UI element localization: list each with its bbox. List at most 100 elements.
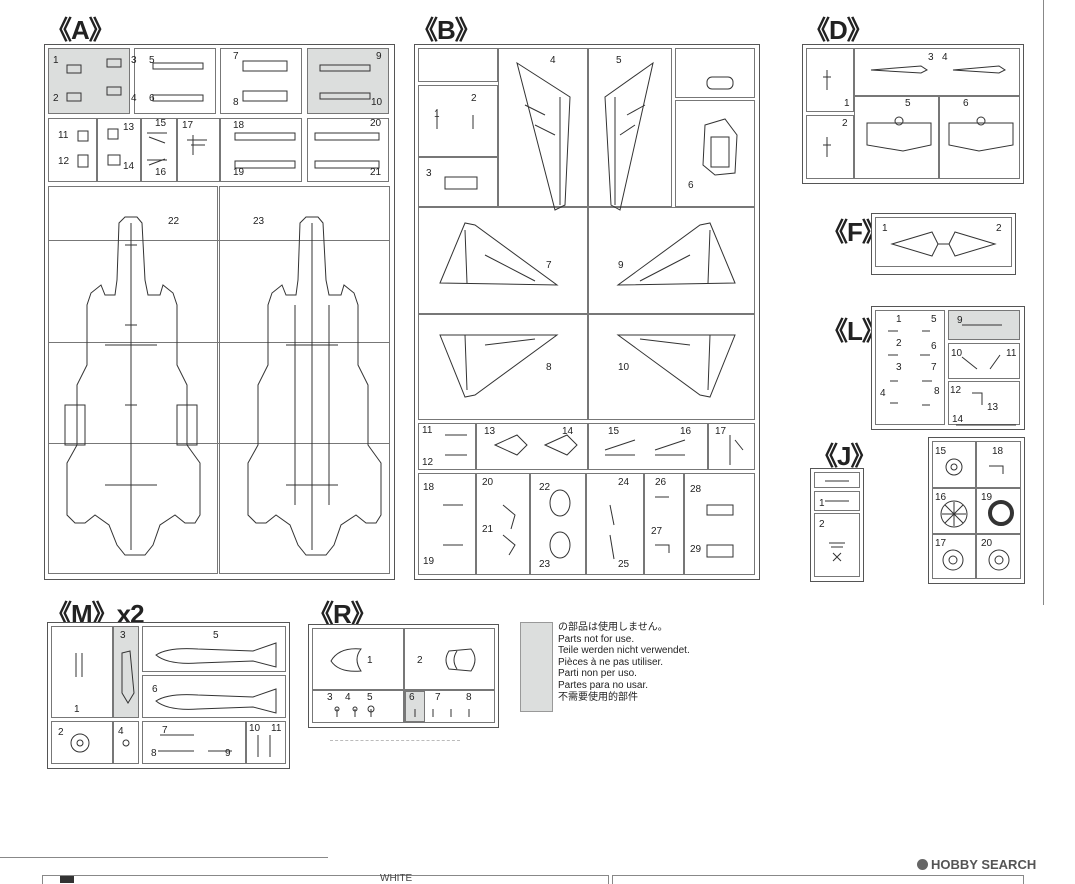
b-cell-6 bbox=[675, 100, 755, 207]
l-cell-20 bbox=[976, 534, 1021, 579]
b-cell-4 bbox=[498, 48, 588, 207]
color-table-strip: WHITE bbox=[0, 870, 1075, 884]
watermark-icon bbox=[917, 859, 928, 870]
hobby-search-watermark: HOBBY SEARCH bbox=[917, 857, 1036, 872]
b-cell-24-25 bbox=[586, 473, 644, 575]
b-cell-22-23 bbox=[530, 473, 586, 575]
j-cell-2 bbox=[814, 513, 860, 577]
d-cell-3-4 bbox=[854, 48, 1020, 96]
legend-line-de: Teile werden nicht verwendet. bbox=[558, 645, 690, 657]
m-cell-6 bbox=[142, 675, 286, 718]
a-cell-7-8 bbox=[220, 48, 302, 114]
legend-line-es: Partes para no usar. bbox=[558, 679, 649, 691]
sprue-l-drawing bbox=[888, 324, 1016, 426]
sprue-j-label: 《J》 bbox=[812, 441, 876, 471]
a-cell-17 bbox=[177, 118, 220, 182]
r-under-line bbox=[330, 740, 460, 743]
b-cell-decal bbox=[675, 48, 755, 98]
sprue-a-label: 《A》 bbox=[46, 15, 115, 45]
a-cell-23 bbox=[219, 186, 390, 574]
top-rule bbox=[0, 0, 1044, 1]
m-cell-7-9 bbox=[142, 721, 246, 764]
b-cell-28-29 bbox=[684, 473, 755, 575]
d-cell-6 bbox=[939, 96, 1020, 179]
sprue-d-label: 《D》 bbox=[804, 15, 873, 45]
legend-line-ja: の部品は使用しません。 bbox=[558, 622, 668, 633]
l-cell-1-8 bbox=[875, 310, 945, 425]
l-cell-17 bbox=[932, 534, 976, 579]
b-cell-18-19 bbox=[418, 473, 476, 575]
b-cell-7 bbox=[418, 207, 588, 314]
sprue-b-drawing bbox=[436, 61, 744, 560]
unused-parts-legend: の部品は使用しません。 Parts not for use. Teile wer… bbox=[558, 622, 690, 703]
d-cell-5 bbox=[854, 96, 939, 179]
a-cell-22 bbox=[48, 186, 218, 574]
a-cell-13-14 bbox=[97, 118, 141, 182]
bottom-rule bbox=[0, 857, 328, 858]
a-grid-h3 bbox=[48, 443, 390, 444]
notes-box bbox=[612, 875, 1024, 884]
m-cell-1 bbox=[51, 626, 113, 718]
color-name: WHITE bbox=[380, 873, 413, 884]
l-cell-9 bbox=[948, 310, 1020, 340]
color-table-row bbox=[42, 875, 609, 884]
m-cell-2 bbox=[51, 721, 113, 764]
m-cell-4 bbox=[113, 721, 139, 764]
legend-line-en: Parts not for use. bbox=[558, 633, 635, 645]
watermark-text: HOBBY SEARCH bbox=[931, 857, 1037, 872]
legend-line-zh: 不需要使用的部件 bbox=[558, 691, 638, 703]
b-cell-13-14 bbox=[476, 423, 588, 470]
b-cell-15-16 bbox=[588, 423, 708, 470]
b-cell-5 bbox=[588, 48, 672, 207]
legend-line-fr: Pièces à ne pas utiliser. bbox=[558, 656, 664, 668]
b-cell-8 bbox=[418, 314, 588, 420]
a-cell-5-6 bbox=[134, 48, 216, 114]
sprue-l-lower-drawing bbox=[940, 458, 1014, 571]
l-cell-18 bbox=[976, 441, 1021, 488]
r-cell-6-unused bbox=[405, 691, 425, 722]
b-cell-11-12 bbox=[418, 423, 476, 470]
r-cell-1 bbox=[312, 628, 404, 690]
l-cell-15 bbox=[932, 441, 976, 488]
b-cell-9 bbox=[588, 207, 755, 314]
a-grid-h2 bbox=[48, 342, 390, 343]
a-cell-9-10 bbox=[307, 48, 389, 114]
sprue-r-drawing bbox=[330, 648, 476, 717]
m-cell-10-11 bbox=[246, 721, 286, 764]
b-cell-1-2 bbox=[418, 85, 498, 157]
j-cell-top bbox=[814, 472, 860, 488]
d-cell-2 bbox=[806, 115, 854, 179]
b-cell-10 bbox=[588, 314, 755, 420]
right-rule bbox=[1043, 0, 1044, 605]
r-cell-2 bbox=[404, 628, 495, 690]
b-cell-20-21 bbox=[476, 473, 530, 575]
sprue-f-drawing bbox=[890, 231, 997, 257]
sprue-j-drawing bbox=[825, 480, 849, 562]
b-cell-3 bbox=[418, 157, 498, 207]
sprue-a-drawing bbox=[64, 58, 382, 556]
a-cell-11-12 bbox=[48, 118, 97, 182]
l-cell-19 bbox=[976, 488, 1021, 534]
color-swatch bbox=[60, 876, 74, 883]
unused-parts-swatch bbox=[520, 622, 553, 712]
sprue-b-label: 《B》 bbox=[412, 15, 481, 45]
r-cell-6-8 bbox=[404, 690, 495, 723]
l-cell-10-11 bbox=[948, 343, 1020, 379]
a-cell-18-19 bbox=[220, 118, 302, 182]
m-cell-5 bbox=[142, 626, 286, 672]
j-cell-1 bbox=[814, 491, 860, 511]
b-cell-26-27 bbox=[644, 473, 684, 575]
r-cell-3-5 bbox=[312, 690, 404, 723]
d-cell-1 bbox=[806, 48, 854, 112]
f-cell bbox=[875, 217, 1012, 267]
b-cell-top-left bbox=[418, 48, 498, 82]
m-cell-3 bbox=[113, 626, 139, 718]
